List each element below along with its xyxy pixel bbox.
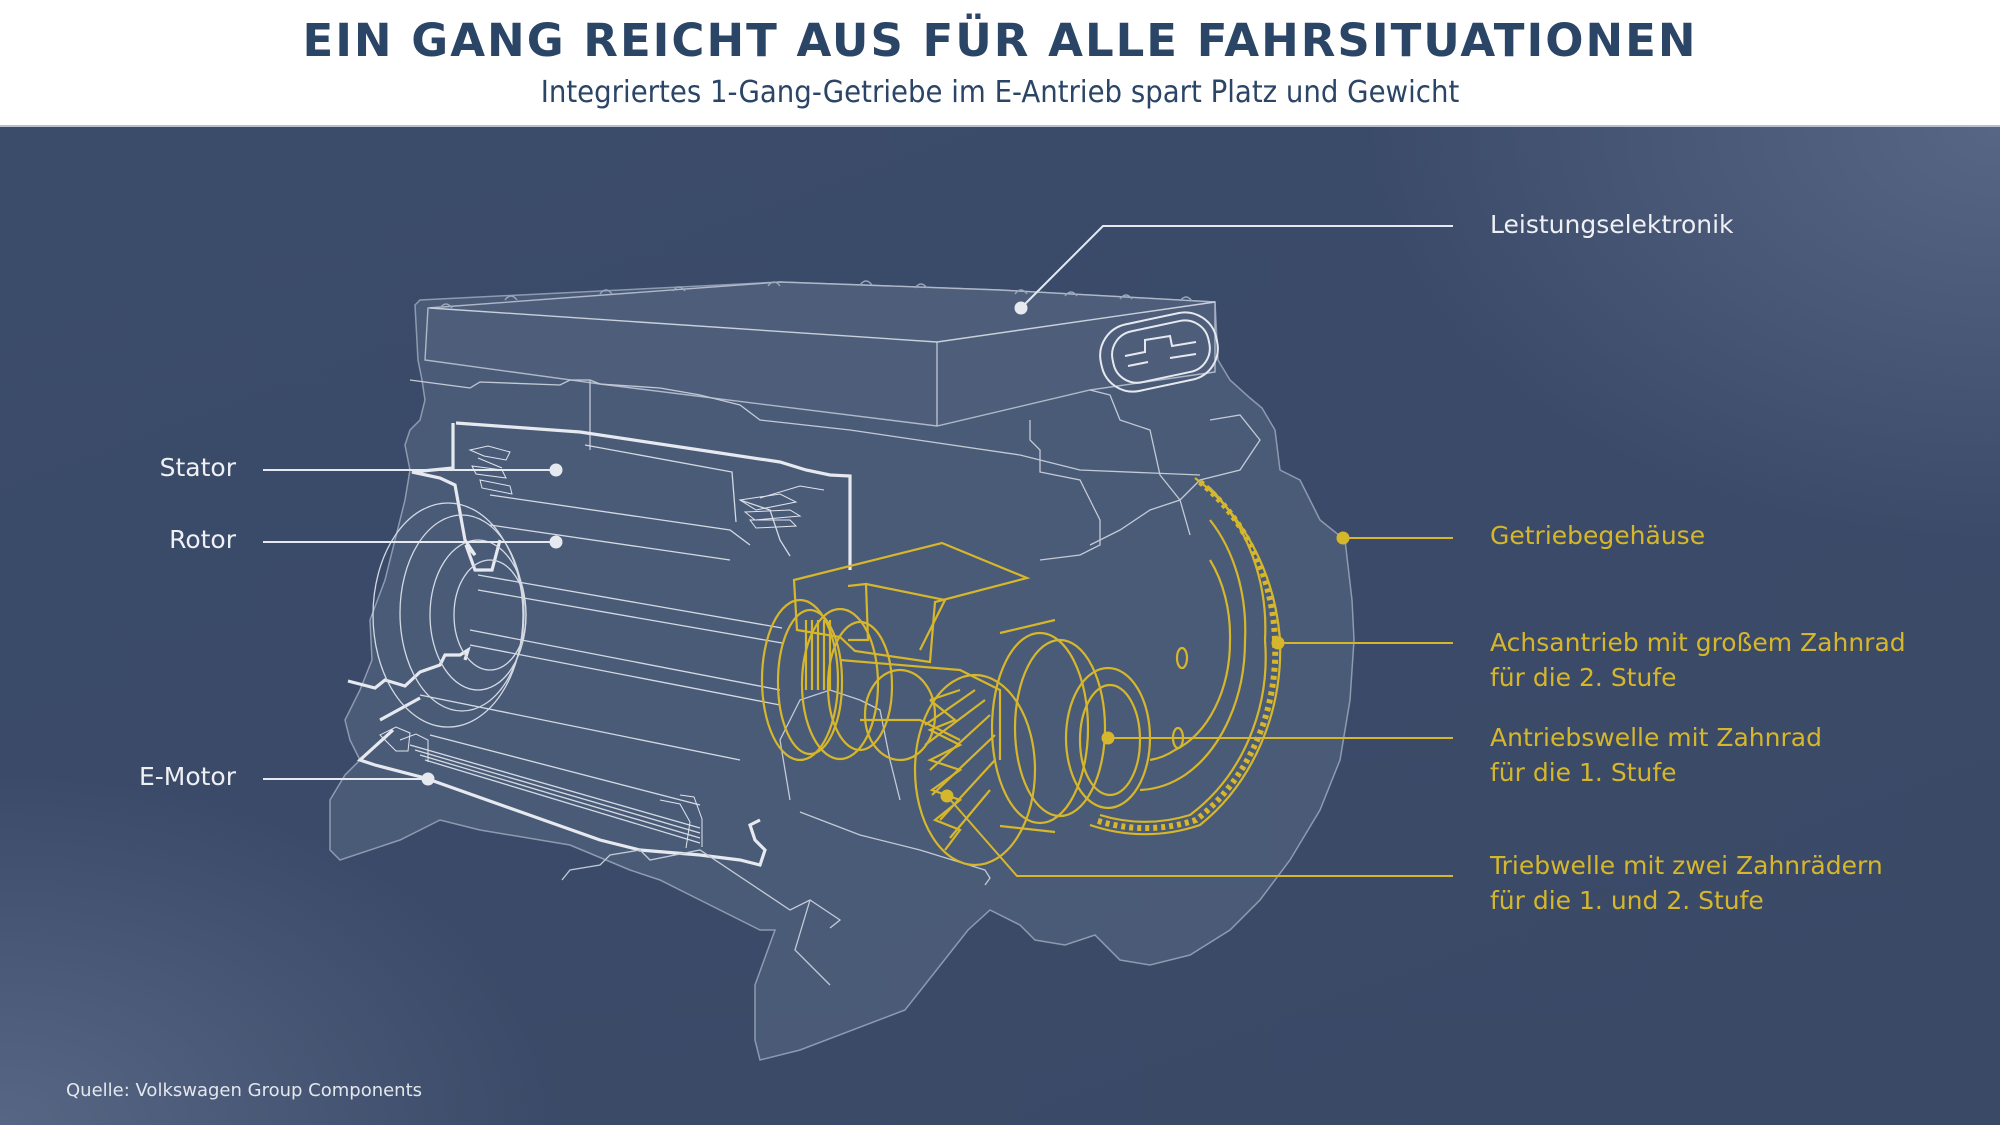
rotor-cylinder [372, 444, 791, 844]
label-triebwelle: Triebwelle mit zwei Zahnrädern für die 1… [1490, 848, 1883, 918]
page-subtitle: Integriertes 1-Gang-Getriebe im E-Antrie… [540, 75, 1460, 110]
ring-gear [1089, 477, 1282, 836]
leader-lines [263, 225, 1453, 877]
anchor-dot-antriebswelle [1101, 731, 1115, 745]
label-line: Achsantrieb mit großem Zahnrad [1490, 628, 1906, 657]
anchor-dot-triebwelle [940, 789, 954, 803]
gear-train [760, 477, 1282, 867]
label-line: für die 2. Stufe [1490, 663, 1677, 692]
anchor-dot-achsantrieb [1271, 636, 1285, 650]
diagram-stage [0, 127, 2000, 1125]
stator-windings [379, 445, 825, 849]
bolts [439, 280, 1193, 309]
label-line: Leistungselektronik [1490, 210, 1734, 239]
anchor-dot-rotor [549, 535, 563, 549]
anchor-dot-leistungselektronik [1014, 301, 1028, 315]
housing-detail-lines [409, 379, 1261, 561]
lower-housing-lines [561, 689, 991, 986]
anchor-dot-e-motor [421, 772, 435, 786]
label-line: Antriebswelle mit Zahnrad [1490, 723, 1822, 752]
label-antriebswelle: Antriebswelle mit Zahnrad für die 1. Stu… [1490, 720, 1822, 790]
leader-line-triebwelle [946, 795, 1453, 877]
anchor-dot-stator [549, 463, 563, 477]
label-line: für die 1. und 2. Stufe [1490, 886, 1764, 915]
label-rotor: Rotor [169, 525, 236, 554]
label-getriebegehaeuse: Getriebegehäuse [1490, 518, 1705, 553]
label-e-motor: E-Motor [138, 762, 236, 791]
leader-line-leistungselektronik [1020, 225, 1453, 309]
label-stator: Stator [159, 453, 236, 482]
source-credit: Quelle: Volkswagen Group Components [66, 1080, 423, 1101]
power-electronics-box [424, 281, 1216, 427]
label-line: für die 1. Stufe [1490, 758, 1677, 787]
header: EIN GANG REICHT AUS FÜR ALLE FAHRSITUATI… [0, 0, 2000, 127]
anchor-dot-getriebegehaeuse [1336, 531, 1350, 545]
label-achsantrieb: Achsantrieb mit großem Zahnrad für die 2… [1490, 625, 1906, 695]
stator-section-outline [347, 421, 852, 867]
hv-connector [1099, 311, 1219, 393]
label-line: Triebwelle mit zwei Zahnrädern [1490, 851, 1883, 880]
label-leistungselektronik: Leistungselektronik [1490, 207, 1734, 242]
page-title: EIN GANG REICHT AUS FÜR ALLE FAHRSITUATI… [302, 14, 1698, 67]
helical-gear [913, 673, 1037, 867]
label-line: Getriebegehäuse [1490, 521, 1706, 550]
e-drive-diagram [263, 225, 1453, 1061]
